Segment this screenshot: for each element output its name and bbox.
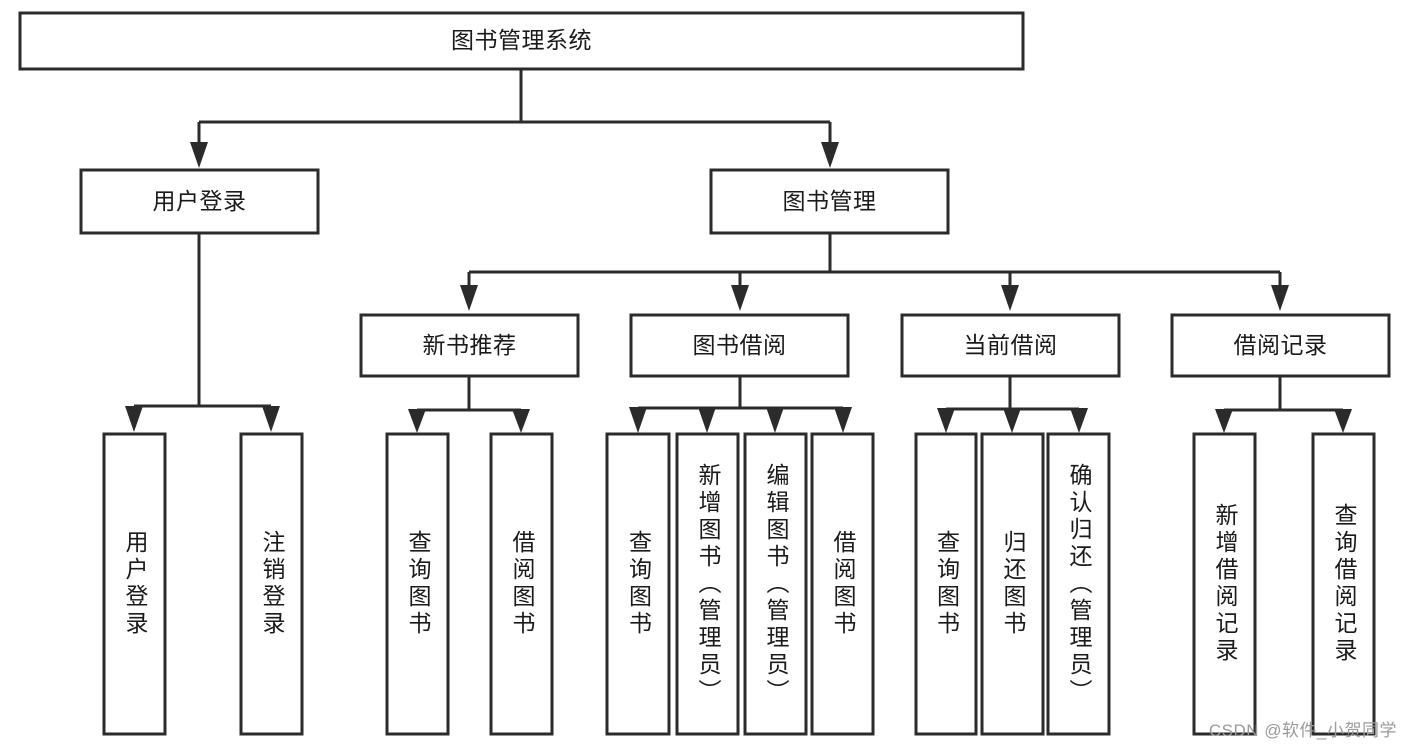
leaf-box-add-record[interactable] xyxy=(1192,432,1257,736)
leaf-box-query-book-2[interactable] xyxy=(605,432,671,736)
watermark-text: CSDN @软件_小贺同学 xyxy=(1208,721,1397,740)
connector-group-book-borrow xyxy=(629,376,852,433)
leaf-box-return-book[interactable] xyxy=(980,432,1045,736)
leaf-box-query-record[interactable] xyxy=(1311,432,1376,736)
leaf-box-logout[interactable] xyxy=(239,432,304,736)
connector-group-borrow-record xyxy=(1215,376,1352,433)
connector-group-current-borrow xyxy=(937,376,1088,433)
leaf-box-edit-book[interactable] xyxy=(743,432,808,736)
node-box-user-login[interactable] xyxy=(79,168,320,235)
leaf-box-confirm-return[interactable] xyxy=(1046,432,1111,736)
node-box-new-book-recommend[interactable] xyxy=(359,313,580,378)
leaf-box-query-book-1[interactable] xyxy=(385,432,450,736)
connector-group-book-manage xyxy=(460,233,1289,311)
node-box-current-borrow[interactable] xyxy=(900,313,1121,378)
leaf-box-borrow-book-1[interactable] xyxy=(489,432,554,736)
connector-group-user-login xyxy=(125,233,280,432)
leaf-box-add-book[interactable] xyxy=(675,432,740,736)
leaf-box-user-login[interactable] xyxy=(102,432,167,736)
leaf-box-query-book-3[interactable] xyxy=(914,432,978,736)
node-box-borrow-record[interactable] xyxy=(1170,313,1391,378)
connector-group-new-book-recommend xyxy=(408,376,530,433)
node-box-root[interactable] xyxy=(18,11,1025,71)
node-box-book-borrow[interactable] xyxy=(629,313,850,378)
node-box-book-manage[interactable] xyxy=(709,168,950,235)
leaf-box-borrow-book-2[interactable] xyxy=(810,432,875,736)
connector-group-root xyxy=(190,69,839,168)
